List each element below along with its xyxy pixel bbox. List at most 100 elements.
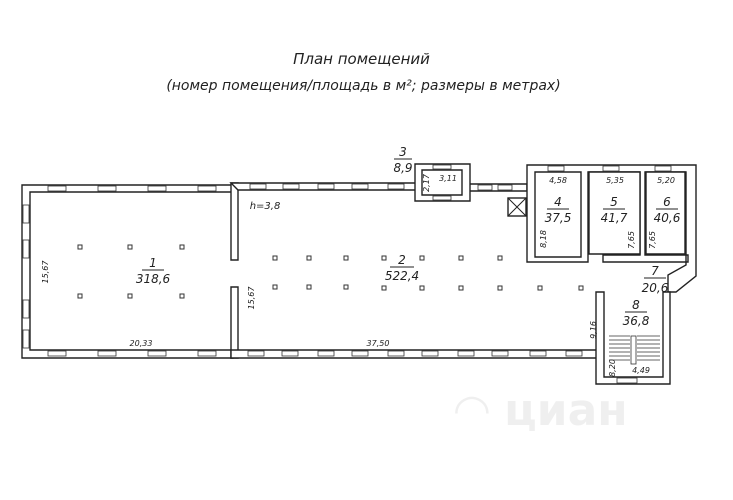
column xyxy=(179,293,185,299)
window xyxy=(491,350,509,357)
dim-r3-width: 3,11 xyxy=(439,174,457,183)
column xyxy=(419,255,425,261)
window xyxy=(351,183,369,190)
window xyxy=(47,350,67,357)
window xyxy=(529,350,547,357)
column xyxy=(381,285,387,291)
room-3-area: 8,9 xyxy=(393,161,412,175)
column xyxy=(77,293,83,299)
room-labels: 1 318,6 2 522,4 3 8,9 4 37,5 5 41,7 6 40… xyxy=(136,145,681,328)
column xyxy=(306,255,312,261)
dim-r8-width: 4,49 xyxy=(632,366,650,375)
window xyxy=(22,329,30,349)
wall-room-1 xyxy=(21,184,234,359)
dim-r1-height: 15,67 xyxy=(41,260,50,284)
room-2-area: 522,4 xyxy=(385,269,419,283)
room-8-area: 36,8 xyxy=(623,314,650,328)
dim-r4-width: 4,58 xyxy=(549,176,567,185)
window xyxy=(47,185,67,192)
window xyxy=(97,185,117,192)
column xyxy=(497,285,503,291)
dim-r5-width: 5,35 xyxy=(606,176,624,185)
room-7-area: 20,6 xyxy=(642,281,669,295)
window xyxy=(421,350,439,357)
window xyxy=(654,165,672,172)
room-2-number: 2 xyxy=(398,253,406,267)
column xyxy=(497,255,503,261)
window xyxy=(387,183,405,190)
window xyxy=(317,183,335,190)
window xyxy=(147,185,167,192)
window xyxy=(565,350,583,357)
dim-r2-width: 37,50 xyxy=(367,339,390,348)
window xyxy=(247,350,265,357)
column xyxy=(343,255,349,261)
dim-r6-width: 5,20 xyxy=(657,176,675,185)
stairs-icon xyxy=(609,335,660,365)
windows xyxy=(22,164,672,384)
dim-r6-height: 7,65 xyxy=(648,231,657,249)
room-6-number: 6 xyxy=(663,195,671,209)
window xyxy=(387,350,405,357)
window xyxy=(317,350,335,357)
column xyxy=(381,255,387,261)
room-8-number: 8 xyxy=(632,298,640,312)
wall-room-6-inner xyxy=(645,171,686,255)
column xyxy=(343,284,349,290)
column xyxy=(77,244,83,250)
column xyxy=(537,285,543,291)
dim-r8-height-1: 9,16 xyxy=(589,321,598,339)
room-4-area: 37,5 xyxy=(545,211,572,225)
wall-room-8 xyxy=(595,291,671,385)
window xyxy=(547,165,565,172)
plan-subtitle: (номер помещения/площадь в м²; размеры в… xyxy=(166,78,561,94)
elevator-icon xyxy=(507,197,527,217)
window xyxy=(249,183,267,190)
window xyxy=(22,299,30,319)
dim-r2-height: 15,67 xyxy=(247,286,256,310)
column xyxy=(419,285,425,291)
window xyxy=(197,350,217,357)
room-1-number: 1 xyxy=(149,256,157,270)
column xyxy=(272,255,278,261)
room-5-area: 41,7 xyxy=(601,211,628,225)
wall-room-4-inner xyxy=(534,171,582,258)
dim-r4-height: 8,18 xyxy=(539,230,548,248)
column xyxy=(306,284,312,290)
window xyxy=(147,350,167,357)
plan-title: План помещений xyxy=(293,50,430,68)
room-4-number: 4 xyxy=(554,195,562,209)
dim-r8-height-2: 8,20 xyxy=(608,359,617,377)
room-3-number: 3 xyxy=(399,145,407,159)
dim-r5-height: 7,65 xyxy=(627,231,636,249)
window xyxy=(282,183,300,190)
partition-upper xyxy=(230,182,239,261)
wall-room-5-inner xyxy=(588,171,641,255)
column xyxy=(127,293,133,299)
dim-r1-width: 20,33 xyxy=(130,339,153,348)
window xyxy=(197,185,217,192)
window xyxy=(602,165,620,172)
wall-room-3 xyxy=(414,163,471,202)
watermark-logo: ◠ циан xyxy=(455,385,628,436)
column xyxy=(458,255,464,261)
column xyxy=(127,244,133,250)
window xyxy=(351,350,369,357)
window xyxy=(477,184,493,191)
ceiling-height: h=3,8 xyxy=(250,201,281,212)
column xyxy=(179,244,185,250)
window xyxy=(616,377,638,384)
window xyxy=(432,195,452,201)
window xyxy=(432,164,452,170)
room-1-area: 318,6 xyxy=(136,272,171,286)
partition-lower xyxy=(230,286,239,359)
columns xyxy=(77,244,584,299)
column xyxy=(458,285,464,291)
column xyxy=(578,285,584,291)
window xyxy=(497,184,513,191)
room-7-number: 7 xyxy=(651,264,659,278)
window xyxy=(281,350,299,357)
dim-r3-height: 2,17 xyxy=(422,173,431,192)
window xyxy=(22,239,30,259)
